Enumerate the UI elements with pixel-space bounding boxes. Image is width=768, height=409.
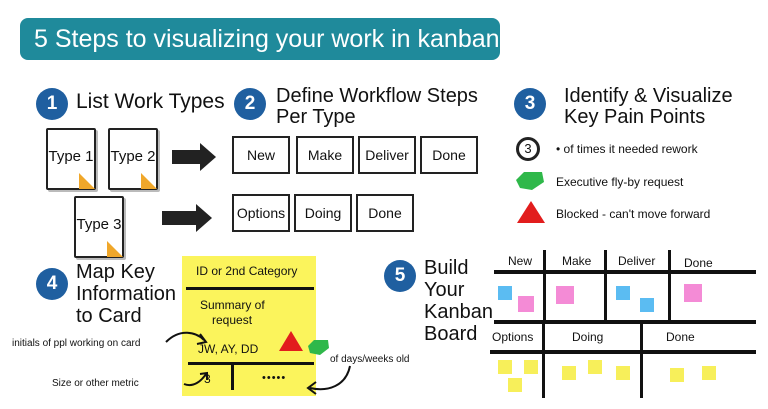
board-column-done: Done <box>684 256 713 270</box>
step-3-number: 3 <box>514 88 546 120</box>
board-line <box>490 350 756 354</box>
annotation-arrows <box>165 331 208 386</box>
folded-corner-icon <box>79 173 95 189</box>
card-divider <box>186 287 314 290</box>
workflow-step-new: New <box>232 136 290 174</box>
flyby-label: Executive fly-by request <box>556 175 684 189</box>
rework-label: • of times it needed rework <box>556 142 698 156</box>
step-2-title-line1: Define Workflow Steps <box>276 85 478 107</box>
blocked-triangle-icon <box>517 201 545 223</box>
flyby-pentagon-icon <box>308 340 329 355</box>
step-5-number: 5 <box>384 260 416 292</box>
work-type-label: Type 2 <box>110 148 156 165</box>
workflow-step-make: Make <box>296 136 354 174</box>
initials-annotation: initials of ppl working on card <box>12 338 141 349</box>
board-card <box>508 378 522 392</box>
rework-count-icon: 3 <box>516 137 540 161</box>
board-line <box>604 250 607 322</box>
board-column-new: New <box>508 254 533 268</box>
workflow-step-done-2: Done <box>356 194 414 232</box>
board-column-options: Options <box>492 330 534 344</box>
board-card <box>640 298 654 312</box>
board-line <box>668 250 671 322</box>
card-summary-line2: request <box>212 313 253 327</box>
step-3-title-line2: Key Pain Points <box>564 106 706 128</box>
workflow-step-options: Options <box>232 194 290 232</box>
board-card <box>588 360 602 374</box>
blocked-triangle-icon <box>279 331 303 351</box>
board-column-make: Make <box>562 254 592 268</box>
step-5-title-line4: Board <box>424 323 478 345</box>
step-4-title-line3: to Card <box>76 305 142 327</box>
workflow-step-deliver: Deliver <box>358 136 416 174</box>
board-card <box>684 284 702 302</box>
board-card <box>518 296 534 312</box>
board-card <box>616 286 630 300</box>
board-line <box>640 322 643 398</box>
board-line <box>494 320 756 324</box>
board-column-done-2: Done <box>666 330 695 344</box>
folded-corner-icon <box>107 241 123 257</box>
card-summary-line1: Summary of <box>200 298 265 312</box>
step-4-number: 4 <box>36 268 68 300</box>
board-card <box>702 366 716 380</box>
step-5-title-line3: Kanban <box>424 301 493 323</box>
step-1-title: List Work Types <box>76 90 225 113</box>
workflow-step-doing: Doing <box>294 194 352 232</box>
board-card <box>524 360 538 374</box>
board-line <box>543 250 546 322</box>
board-card <box>670 368 684 382</box>
card-divider <box>231 364 234 390</box>
step-5-title-line2: Your <box>424 279 465 301</box>
card-initials: JW, AY, DD <box>198 342 259 356</box>
arrow-right-icon <box>162 204 212 232</box>
card-divider <box>188 362 314 365</box>
blocked-label: Blocked - can't move forward <box>556 207 711 221</box>
step-2-title-line2: Per Type <box>276 106 356 128</box>
board-card <box>616 366 630 380</box>
card-age-dots: ••••• <box>262 372 287 384</box>
step-4-title-line1: Map Key <box>76 261 155 283</box>
board-line <box>542 322 545 398</box>
folded-corner-icon <box>141 173 157 189</box>
size-annotation: Size or other metric <box>52 378 139 389</box>
board-card <box>556 286 574 304</box>
board-column-doing: Doing <box>572 330 604 344</box>
age-annotation: of days/weeks old <box>330 354 410 365</box>
arrow-right-icon <box>172 143 216 171</box>
step-5-title-line1: Build <box>424 257 469 279</box>
board-column-deliver: Deliver <box>618 254 656 268</box>
card-category: ID or 2nd Category <box>196 264 298 278</box>
board-card <box>498 286 512 300</box>
work-type-label: Type 1 <box>48 148 94 165</box>
work-type-label: Type 3 <box>76 216 122 233</box>
step-2-number: 2 <box>234 88 266 120</box>
board-card <box>498 360 512 374</box>
page-title-banner: 5 Steps to visualizing your work in kanb… <box>20 18 500 60</box>
board-line <box>494 270 756 274</box>
work-type-card-2: Type 2 <box>108 128 158 190</box>
step-4-title-line2: Information <box>76 283 177 305</box>
workflow-step-done: Done <box>420 136 478 174</box>
flyby-pentagon-icon <box>516 172 544 190</box>
work-type-card-1: Type 1 <box>46 128 96 190</box>
work-type-card-3: Type 3 <box>74 196 124 258</box>
step-1-number: 1 <box>36 88 68 120</box>
step-3-title-line1: Identify & Visualize <box>564 85 733 107</box>
annotation-arrow <box>306 365 351 395</box>
board-card <box>562 366 576 380</box>
